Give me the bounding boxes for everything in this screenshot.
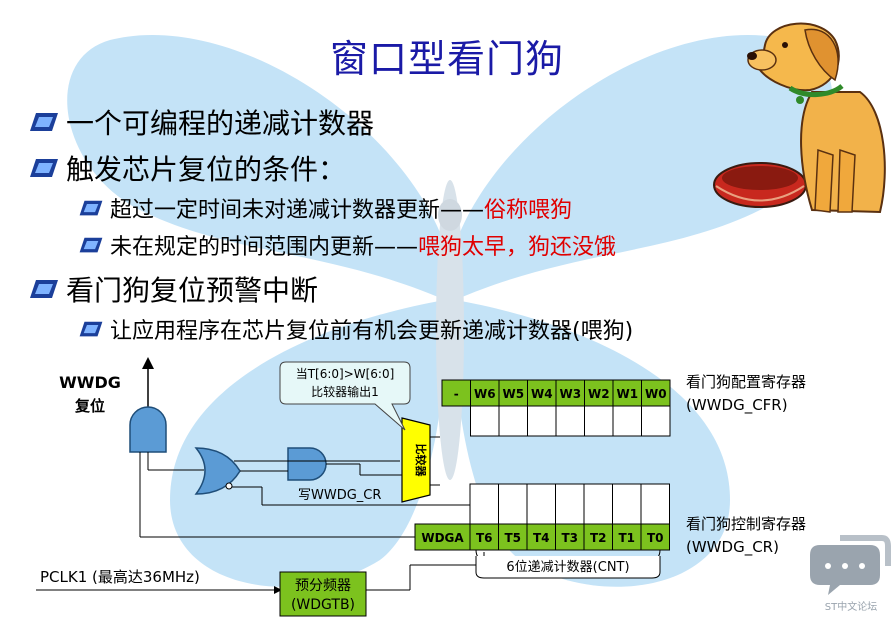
bullet-icon: [79, 200, 103, 216]
cr-bit-label: T2: [590, 531, 607, 545]
cfr-bit-cell: [641, 379, 671, 407]
cfr-bit-label: W3: [559, 387, 581, 401]
cfr-bit-cell: [527, 379, 557, 407]
cr-bit-label: T1: [618, 531, 635, 545]
forum-watermark: ST中文论坛: [810, 535, 891, 613]
cr-bit-cell: [414, 523, 471, 551]
bullet-icon: [79, 237, 103, 253]
bullet-icon: [30, 113, 58, 131]
clock-label: PCLK1 (最高达36MHz): [40, 568, 200, 586]
and-gate-reset: [129, 406, 167, 453]
diagram-wires: [36, 436, 486, 594]
slide-title: 窗口型看门狗: [329, 37, 564, 81]
cr-bit-cell: [583, 523, 613, 551]
bullet-icon: [79, 321, 103, 337]
bullet-icon: [30, 159, 58, 177]
write-cr-label: 写WWDG_CR: [298, 488, 381, 503]
cfr-bit-label: W5: [502, 387, 524, 401]
cfr-bit-label: W0: [645, 387, 667, 401]
cfr-name: 看门狗配置寄存器: [686, 373, 806, 391]
cr-bit-field: [640, 483, 670, 525]
cfr-bit-field: [498, 405, 528, 437]
bullet-text: 超过一定时间未对递减计数器更新——: [110, 198, 485, 223]
counter-label: 6位递减计数器(CNT): [506, 560, 629, 575]
comparator: [401, 417, 431, 503]
cr-bit-field: [612, 483, 642, 525]
bullet-text: 未在规定的时间范围内更新——: [110, 235, 419, 260]
bullet-early-warning: 看门狗复位预警中断: [28, 269, 318, 309]
cr-bit-label: WDGA: [421, 531, 464, 545]
cr-bit-field: [526, 483, 556, 525]
comparator-callout: [279, 361, 411, 431]
cfr-bit-field: [470, 405, 500, 437]
prescaler-line2: (WDGTB): [291, 597, 355, 613]
cfr-bit-cell: [470, 379, 500, 407]
cr-bit-field: [555, 483, 585, 525]
bullet-text: 看门狗复位预警中断: [66, 274, 319, 307]
bullet-text: 触发芯片复位的条件：: [66, 153, 347, 186]
reset-sub: 复位: [74, 397, 105, 415]
cr-bit-field: [583, 483, 613, 525]
bullet-highlight: 俗称喂狗: [484, 198, 573, 223]
bullet-reset-conditions: 触发芯片复位的条件：: [28, 148, 346, 188]
comparator-label: 比较器: [414, 444, 428, 478]
cr-bit-label: T4: [533, 531, 550, 545]
watermark-text: ST中文论坛: [825, 600, 877, 613]
cfr-bit-field: [584, 405, 614, 437]
bullet-timeout: 超过一定时间未对递减计数器更新——俗称喂狗: [78, 192, 572, 224]
cfr-bit-field: [555, 405, 585, 437]
cr-bit-cell: [640, 523, 670, 551]
cr-reg: (WWDG_CR): [686, 538, 779, 557]
cfr-bit-field: [641, 405, 671, 437]
and-gate-write: [287, 447, 327, 481]
bullet-text: 让应用程序在芯片复位前有机会更新递减计数器(喂狗): [110, 319, 634, 344]
cr-bit-label: T6: [476, 531, 493, 545]
bullet-highlight: 喂狗太早，狗还没饿: [418, 235, 617, 260]
cfr-bit-label: -: [454, 387, 459, 401]
bullet-programmable-counter: 一个可编程的递减计数器: [28, 102, 374, 142]
cr-name: 看门狗控制寄存器: [686, 515, 806, 533]
cfr-register: - W6 W5 W4 W3 W2 W1 W0: [441, 379, 671, 437]
prescaler-box: [279, 571, 367, 617]
cfr-bit-field: [527, 405, 557, 437]
cfr-bit-field: [612, 405, 642, 437]
cr-register: WDGA T6 T5 T4 T3 T2 T1 T0: [414, 483, 670, 551]
bullet-app-refresh: 让应用程序在芯片复位前有机会更新递减计数器(喂狗): [78, 313, 633, 345]
bullet-text: 一个可编程的递减计数器: [66, 107, 375, 140]
cr-bit-label: T5: [504, 531, 521, 545]
bullet-early-update: 未在规定的时间范围内更新——喂狗太早，狗还没饿: [78, 229, 616, 261]
callout-line1: 当T[6:0]>W[6:0]: [296, 367, 395, 381]
cfr-bit-label: W4: [531, 387, 553, 401]
cfr-bit-label: W6: [474, 387, 496, 401]
cr-bit-field: [469, 483, 499, 525]
cfr-bit-label: W2: [588, 387, 610, 401]
cr-bit-label: T0: [647, 531, 664, 545]
bullet-icon: [30, 280, 58, 298]
callout-line2: 比较器输出1: [311, 384, 379, 399]
cr-bit-label: T3: [561, 531, 578, 545]
cfr-bit-cell: [498, 379, 528, 407]
cfr-bit-label: W1: [616, 387, 638, 401]
cr-bit-field: [498, 483, 528, 525]
cfr-bit-cell: [584, 379, 614, 407]
cfr-reg: (WWDG_CFR): [686, 396, 788, 415]
reset-title: WWDG: [59, 373, 121, 392]
prescaler-line1: 预分频器: [295, 578, 351, 594]
